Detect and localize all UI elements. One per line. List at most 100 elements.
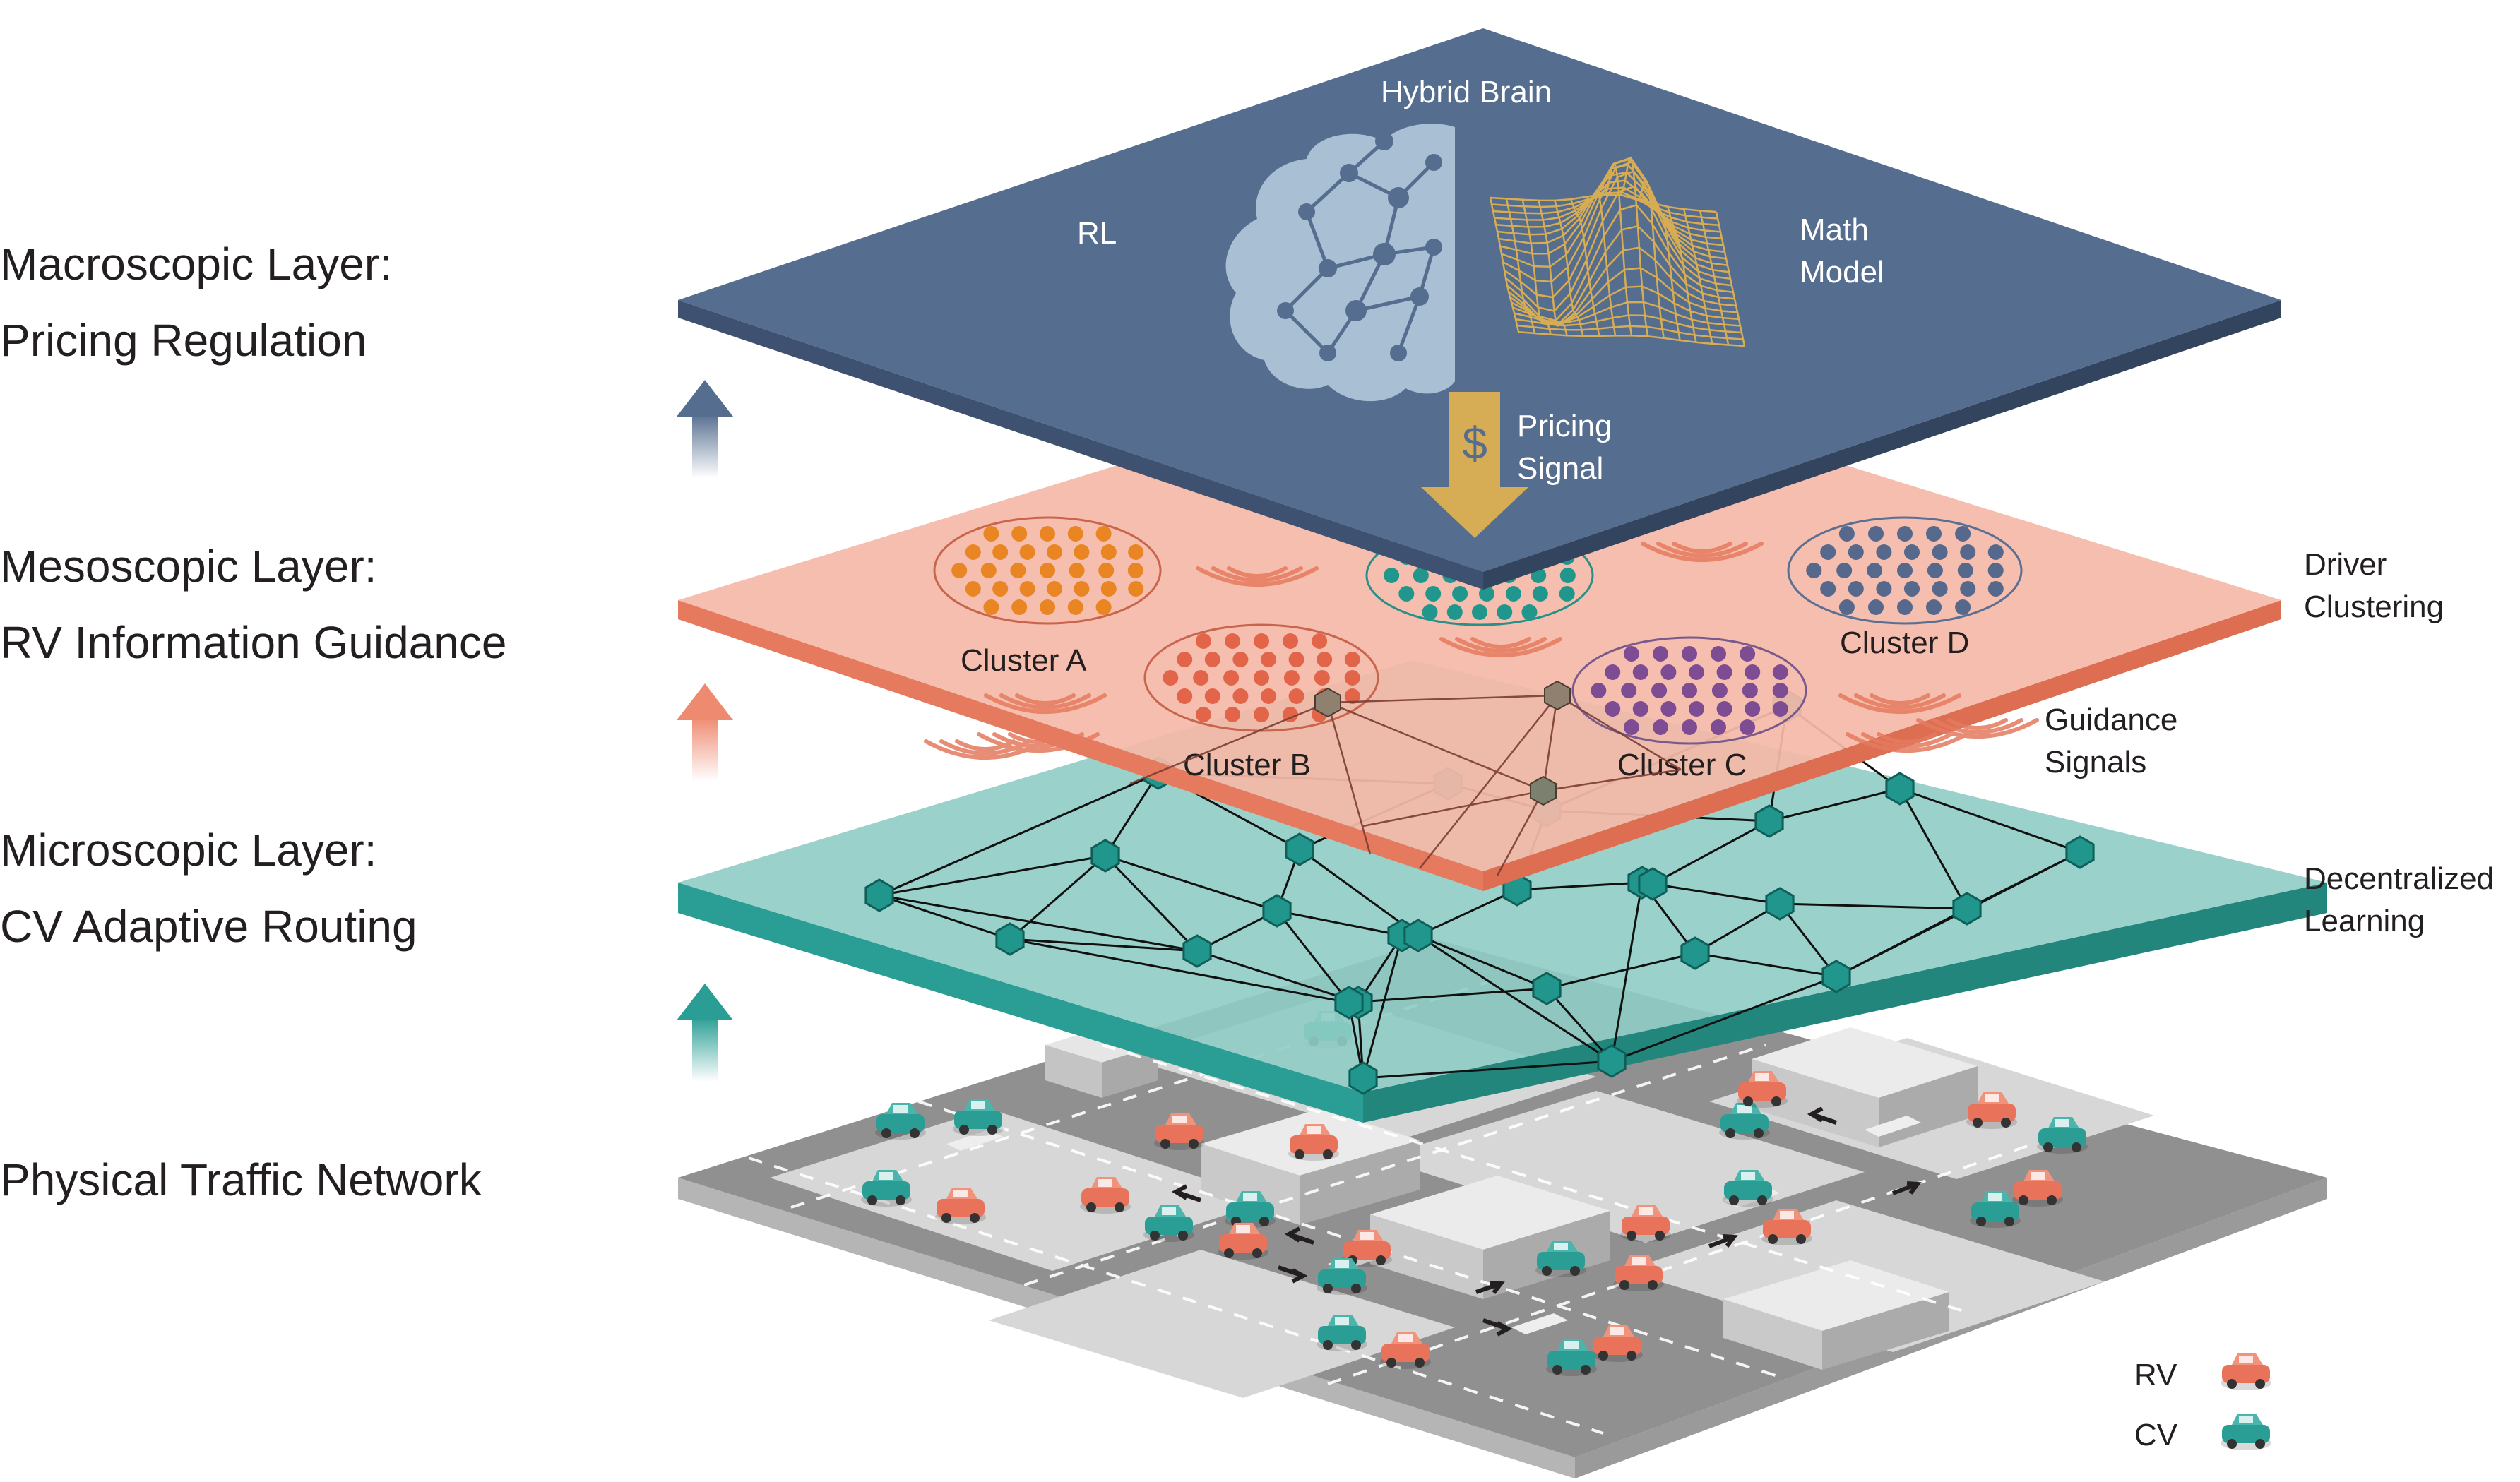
- driver-dot: [1660, 701, 1677, 717]
- driver-dot: [1868, 526, 1884, 542]
- network-node: [995, 922, 1025, 956]
- driver-dot: [1040, 526, 1055, 542]
- driver-dot: [1926, 526, 1942, 542]
- physical-layer-label: Physical Traffic Network: [0, 1142, 482, 1218]
- driver-dot: [1177, 688, 1193, 704]
- driver-dot: [1398, 586, 1415, 602]
- driver-dot: [1312, 633, 1328, 649]
- rl-label: RL: [1077, 216, 1117, 251]
- micro-layer-title: Microscopic Layer:: [0, 825, 377, 876]
- macro-layer-label: Macroscopic Layer: Pricing Regulation: [0, 226, 392, 378]
- driver-dot: [1204, 652, 1220, 667]
- driver-dot: [1344, 652, 1360, 667]
- driver-dot: [1651, 683, 1668, 698]
- driver-dot: [1095, 599, 1112, 615]
- decentralized-learning-line1: Decentralized: [2304, 861, 2495, 896]
- driver-dot: [1047, 581, 1062, 597]
- driver-dot: [983, 599, 999, 615]
- network-node: [2065, 835, 2095, 869]
- driver-dot: [1452, 586, 1468, 602]
- driver-dot: [1425, 586, 1442, 602]
- driver-dot: [1932, 581, 1948, 597]
- driver-dot: [1711, 646, 1726, 662]
- driver-dot: [1716, 664, 1732, 680]
- driver-dot: [1621, 683, 1637, 698]
- driver-dot: [1838, 526, 1855, 542]
- driver-dot: [951, 563, 968, 578]
- driver-dot: [1876, 581, 1892, 597]
- network-node: [864, 878, 894, 912]
- dollar-icon: $: [1462, 418, 1487, 469]
- driver-dot: [1957, 563, 1973, 578]
- driver-dot: [1742, 683, 1758, 698]
- guidance-signals-line2: Signals: [2045, 745, 2147, 779]
- network-node: [1754, 804, 1784, 838]
- driver-dot: [1820, 581, 1836, 597]
- driver-dot: [1689, 664, 1704, 680]
- driver-dot: [1074, 581, 1090, 597]
- driver-dot: [1384, 568, 1400, 583]
- driver-dot: [1745, 664, 1761, 680]
- driver-dot: [1344, 688, 1360, 704]
- driver-dot: [1838, 599, 1855, 615]
- driver-dot: [1283, 707, 1298, 722]
- driver-dot: [1848, 544, 1864, 560]
- driver-dot: [1019, 544, 1035, 560]
- driver-dot: [1605, 664, 1621, 680]
- driver-dot: [1422, 604, 1438, 620]
- network-node: [1952, 892, 1982, 926]
- network-node: [1090, 839, 1120, 873]
- network-node: [1403, 919, 1433, 952]
- driver-dot: [1904, 544, 1920, 560]
- pricing-signal-line1: Pricing: [1517, 409, 1612, 443]
- driver-dot: [1261, 688, 1276, 704]
- driver-dot: [1955, 526, 1971, 542]
- network-node: [1821, 960, 1851, 993]
- driver-dot: [1128, 581, 1144, 597]
- driver-dot: [1100, 581, 1117, 597]
- physical-layer-title: Physical Traffic Network: [0, 1154, 482, 1205]
- driver-dot: [1682, 719, 1697, 735]
- driver-dot: [1932, 544, 1948, 560]
- driver-dot: [1623, 646, 1639, 662]
- driver-dot: [1128, 544, 1144, 560]
- driver-dot: [1019, 581, 1035, 597]
- driver-dot: [965, 544, 981, 560]
- driver-dot: [1987, 581, 2004, 597]
- driver-dot: [1897, 599, 1913, 615]
- macro-layer-title: Macroscopic Layer:: [0, 239, 392, 289]
- driver-clustering-annotation: Driver Clustering: [2304, 544, 2444, 628]
- driver-dot: [1314, 670, 1330, 686]
- math-model-label-line1: Math: [1800, 213, 1869, 247]
- guidance-signals-annotation: Guidance Signals: [2045, 699, 2177, 784]
- cluster-d-label: Cluster D: [1840, 626, 1969, 660]
- driver-dot: [992, 581, 1009, 597]
- driver-dot: [1204, 688, 1220, 704]
- network-node: [1532, 972, 1562, 1005]
- micro-layer-subtitle: CV Adaptive Routing: [0, 901, 417, 952]
- driver-dot: [1711, 683, 1728, 698]
- meso-layer-subtitle: RV Information Guidance: [0, 617, 507, 668]
- driver-dot: [1987, 563, 2004, 578]
- driver-dot: [1559, 568, 1576, 583]
- legend-rv-car-icon: [2221, 1353, 2271, 1390]
- driver-dot: [1772, 683, 1788, 698]
- driver-dot: [1040, 599, 1055, 615]
- driver-dot: [1559, 586, 1575, 602]
- driver-dot: [1223, 670, 1240, 686]
- driver-dot: [1098, 563, 1115, 578]
- pricing-signal-line2: Signal: [1517, 451, 1603, 486]
- driver-dot: [992, 544, 1009, 560]
- legend-cv-label: CV: [2134, 1418, 2178, 1452]
- network-node: [1597, 1044, 1627, 1078]
- legend-cv-car-icon: [2221, 1414, 2271, 1450]
- guidance-signals-line1: Guidance: [2045, 703, 2178, 737]
- driver-dot: [1413, 568, 1429, 583]
- math-model-surface-icon: [1489, 156, 1746, 347]
- driver-dot: [1897, 526, 1913, 542]
- driver-dot: [965, 581, 981, 597]
- driver-dot: [1927, 563, 1943, 578]
- driver-dot: [1876, 544, 1892, 560]
- driver-dot: [1521, 604, 1538, 620]
- arrow-up-macro-icon: [677, 380, 733, 478]
